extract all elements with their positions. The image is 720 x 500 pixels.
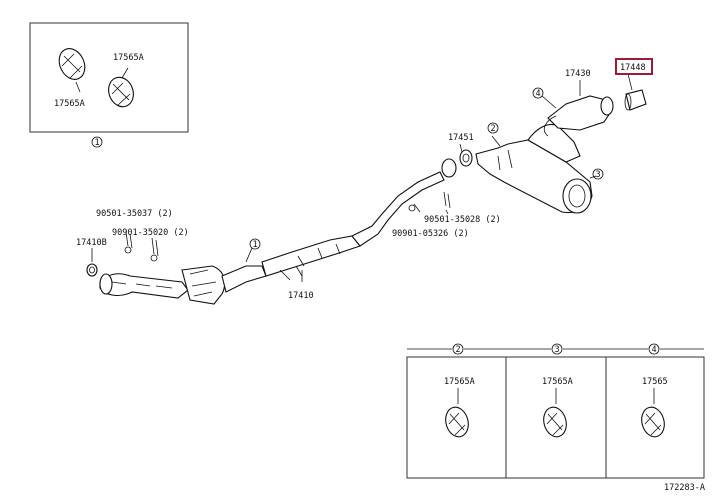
- callout-circle-b2: [452, 343, 464, 355]
- hanger-ring-b3[interactable]: [540, 405, 569, 440]
- part-label-17410: 17410: [288, 291, 314, 301]
- callout-number: 1: [95, 138, 100, 148]
- hanger-ring-b2[interactable]: [442, 405, 471, 440]
- callout-number-b4: 4: [652, 345, 657, 355]
- callout-number-1: 1: [253, 240, 258, 250]
- callout-circle-b4: [648, 343, 660, 355]
- part-label-b2: 17565A: [444, 377, 475, 387]
- inset-box-hangers: 17565A 17565A 1: [29, 22, 189, 148]
- exhaust-system: 17430 17448 17451 4 2 3 1 90501-35037 (2…: [76, 58, 653, 305]
- callout-number-2: 2: [491, 124, 496, 134]
- inset-box-hanger-variants: 2 17565A 3 17565A 4 17565: [406, 343, 705, 479]
- callout-circle-b3: [551, 343, 563, 355]
- callout-circle-3: [592, 168, 604, 180]
- callout-number-b2: 2: [456, 345, 461, 355]
- gasket-17410b[interactable]: [86, 263, 98, 277]
- part-label-b3: 17565A: [542, 377, 573, 387]
- variant-4: 4 17565: [606, 343, 704, 440]
- hanger-ring-top-right[interactable]: [105, 74, 138, 110]
- main-muffler[interactable]: [475, 123, 593, 214]
- callout-number-b3: 3: [555, 345, 560, 355]
- variant-3: 3 17565A: [506, 343, 606, 440]
- hanger-ring-top-left[interactable]: [54, 44, 89, 83]
- part-label-17565a-bottom: 17565A: [54, 99, 85, 109]
- callout-number-3: 3: [596, 170, 601, 180]
- center-pipe-resonator[interactable]: [261, 171, 445, 281]
- callout-circle-2: [487, 122, 499, 134]
- callout-number-4: 4: [536, 89, 541, 99]
- bolts-rear[interactable]: [408, 191, 451, 213]
- bolt-label-90901-05326: 90901-05326 (2): [392, 229, 469, 239]
- bolt-label-90501-35037: 90501-35037 (2): [96, 209, 173, 219]
- tail-pipe-17430[interactable]: [543, 95, 614, 137]
- front-pipe-catalytic-converter[interactable]: [99, 265, 267, 305]
- part-label-17451: 17451: [448, 133, 474, 143]
- leader-line: [121, 67, 129, 79]
- bolt-label-90901-35020: 90901-35020 (2): [112, 228, 189, 238]
- hanger-ring-b4[interactable]: [638, 405, 667, 440]
- part-label-17565a-top: 17565A: [113, 53, 144, 63]
- callout-circle: [91, 136, 103, 148]
- variant-2: 2 17565A: [407, 343, 506, 440]
- callout-circle-4: [532, 87, 544, 99]
- part-label-17430: 17430: [565, 69, 591, 79]
- callout-circle-1: [249, 238, 261, 250]
- tail-pipe-tip-17448[interactable]: [624, 89, 647, 111]
- part-label-17410b: 17410B: [76, 238, 107, 248]
- bolts-front[interactable]: [124, 231, 159, 262]
- part-label-b4: 17565: [642, 377, 668, 387]
- leader-lines: [91, 73, 633, 282]
- flange-gasket[interactable]: [441, 149, 473, 178]
- leader-line: [75, 81, 81, 93]
- bolt-label-90501-35028: 90501-35028 (2): [424, 215, 501, 225]
- highlight-box-17448[interactable]: [615, 58, 653, 75]
- part-label-17448: 17448: [620, 63, 646, 73]
- figure-code: 172283-A: [664, 483, 705, 493]
